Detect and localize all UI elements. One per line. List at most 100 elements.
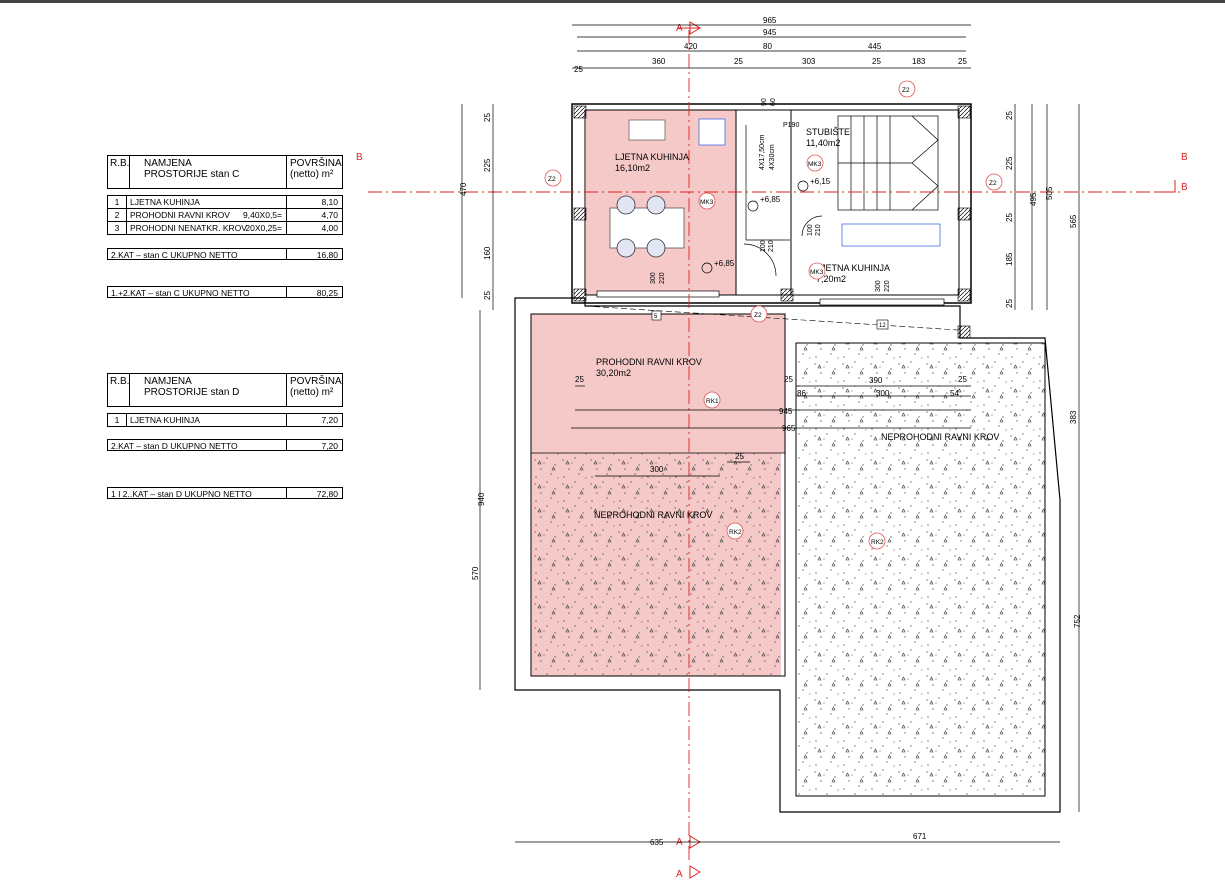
section-a-arrow: [689, 865, 701, 879]
chair-icon: [616, 238, 636, 258]
table-c-grand-total: 1.+2.KAT – stan C UKUPNO NETTO 80,25: [107, 286, 343, 298]
small-dim: 60: [770, 98, 777, 106]
stair-annotations: 4X17,50cm 4X30cm P190 90 60 100 210 100 …: [650, 98, 891, 292]
tag-circle: [985, 173, 1003, 191]
door-width: 100: [760, 240, 767, 252]
column: [573, 105, 587, 119]
dim-text: 635: [650, 838, 664, 847]
rb-header: R.B.: [108, 156, 130, 188]
dim-text: 25: [784, 375, 793, 384]
tag-rk2: RK2: [871, 539, 884, 546]
tag-mk3: MK3: [810, 269, 824, 276]
dim-text: 300: [876, 389, 890, 398]
dim-text: 303: [802, 57, 816, 66]
namjena-header: NAMJENA PROSTORIJE stan C: [144, 158, 239, 180]
dim-text: 25: [483, 113, 492, 122]
dim-text: 185: [1005, 252, 1014, 266]
window-height: 220: [659, 272, 666, 284]
table-row: 1 LJETNA KUHINJA 7,20: [108, 414, 342, 426]
povrsina-header: POVRŠINA (netto) m²: [286, 156, 342, 188]
dim-text: 25: [734, 57, 743, 66]
gravel-pattern-left: [531, 453, 781, 676]
dim-text: 570: [471, 566, 480, 580]
stove-icon: [698, 118, 726, 146]
room-labels: LJETNA KUHINJA 16,10m2 STUBIŠTE 11,40m2 …: [594, 127, 999, 520]
door-height: 210: [815, 224, 822, 236]
window-width: 300: [875, 280, 882, 292]
room-area: 11,40m2: [806, 138, 840, 148]
window-marker: 12: [879, 323, 886, 329]
row-value: 4,00: [286, 222, 342, 234]
section-a-label: A: [676, 869, 683, 880]
row-name: PROHODNI NENATKR. KROV: [130, 223, 247, 233]
section-b-label: B: [1181, 152, 1188, 163]
row-number: 2: [108, 209, 127, 221]
column: [957, 207, 971, 221]
level-text: +6,85: [714, 259, 735, 268]
room-name: PROHODNI RAVNI KROV: [596, 357, 702, 367]
stair-rise: 4X17,50cm: [759, 134, 766, 170]
dim-text: 671: [913, 832, 927, 841]
column: [573, 207, 587, 221]
column: [573, 288, 587, 302]
level-icon: [701, 262, 713, 274]
total-label: 1.+2.KAT – stan C UKUPNO NETTO: [111, 288, 250, 298]
tag-z2: Z2: [989, 180, 997, 187]
walkable-roof-floor: [531, 314, 785, 453]
dim-text: 965: [763, 16, 777, 25]
dim-text: 25: [1005, 299, 1014, 308]
room-area: 16,10m2: [615, 163, 650, 173]
room-name: NEPROHODNI RAVNI KROV: [881, 432, 999, 442]
dim-text: 25: [958, 57, 967, 66]
level-text: +6,85: [760, 195, 781, 204]
tag-z2: Z2: [902, 87, 910, 94]
door-height: 210: [768, 240, 775, 252]
dim-text: 752: [1073, 614, 1082, 628]
dining-table: [609, 207, 685, 249]
tag-circle: [544, 169, 562, 187]
dim-text: 25: [575, 375, 584, 384]
tag-circle: [808, 262, 826, 280]
room-name: NEPROHODNI RAVNI KROV: [594, 510, 712, 520]
inner-dimensions: 25 25 390 25 86 300 54 945 965 300 25: [575, 375, 967, 474]
parapet-outline: [514, 297, 1061, 813]
tag-circle: [698, 192, 716, 210]
dim-text: 420: [684, 42, 698, 51]
small-dim: 90: [761, 98, 768, 106]
dim-text: 360: [652, 57, 666, 66]
dim-text: 160: [483, 246, 492, 260]
window-kitchen-c: [596, 290, 720, 298]
total-label: 2.KAT – stan D UKUPNO NETTO: [111, 441, 238, 451]
level-text: +6,15: [810, 177, 831, 186]
dim-text: 25: [735, 452, 744, 461]
window-marker-box: [876, 319, 889, 330]
left-dimensions: 470 225 25 160 25 940 570: [459, 113, 492, 580]
section-b-label: B: [1181, 182, 1188, 193]
tag-circle: [806, 154, 824, 172]
room-area: 7,20m2: [816, 274, 846, 284]
staircase: [745, 115, 939, 241]
dim-text: 25: [483, 291, 492, 300]
dim-text: 25: [574, 65, 583, 74]
dim-text: 25: [872, 57, 881, 66]
table-d-header: R.B. NAMJENA PROSTORIJE stan D POVRŠINA …: [107, 373, 343, 407]
tag-circle: [703, 391, 721, 409]
column: [957, 105, 971, 119]
dim-text: 25: [958, 375, 967, 384]
level-icon: [797, 180, 809, 192]
section-a-label: A: [676, 837, 683, 848]
building-outer-wall: [571, 103, 972, 304]
total-value: 80,25: [286, 287, 342, 298]
window-marker: 5: [654, 314, 658, 320]
tag-circle: [750, 305, 768, 323]
table-d-floor-total: 2.KAT – stan D UKUPNO NETTO 7,20: [107, 439, 343, 451]
tag-z2: Z2: [754, 312, 762, 319]
dim-text: 25: [1005, 213, 1014, 222]
dim-text: 183: [912, 57, 926, 66]
table-d-rows: 1 LJETNA KUHINJA 7,20: [107, 413, 343, 427]
dim-text: 945: [779, 407, 793, 416]
table-row: 3 PROHODNI NENATKR. KROV 20X0,25= 4,00: [108, 222, 342, 234]
section-a-label: A: [676, 23, 683, 34]
row-number: 1: [108, 196, 127, 208]
